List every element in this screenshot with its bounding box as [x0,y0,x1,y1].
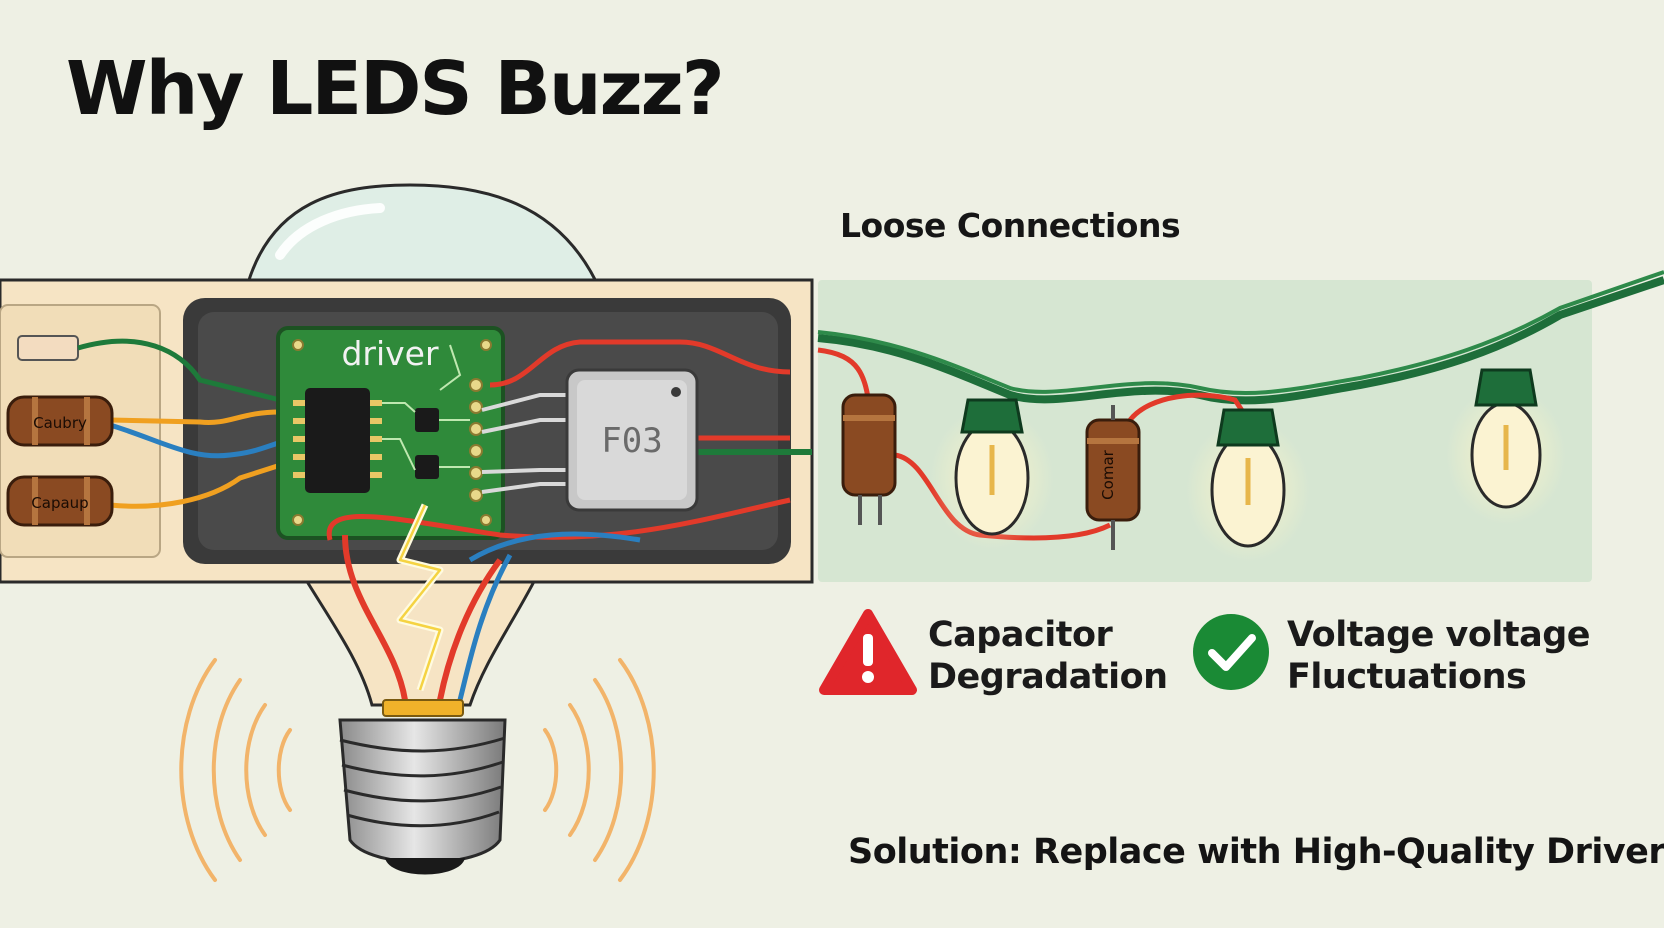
screw-threads [339,736,506,828]
base-contact [385,858,465,875]
cause-line-1: Voltage voltage [1287,615,1591,655]
fuse [17,335,79,361]
string-wire-red-3 [1128,392,1248,422]
check-circle-icon [1193,614,1269,690]
string-capacitor-2 [1085,405,1141,550]
page-title: Why LEDS Buzz? [66,46,725,132]
warning-icon [819,609,917,695]
pcb-label: driver [341,334,439,373]
main-ic-chip [305,388,370,493]
sound-waves-left-icon [179,658,292,882]
glass-highlight [275,203,385,260]
wire-red-lower [326,497,791,541]
cause-voltage-fluctuations: Voltage voltage Fluctuations [1287,614,1591,698]
string-bulb-1 [930,398,1054,550]
wire-orange-2 [109,459,291,509]
sound-waves-right-icon [543,658,656,882]
capacitor-bottom [6,475,114,527]
module-marking: F03 [601,421,662,461]
wire-blue-lower [468,531,641,563]
screw-base [338,718,507,864]
module-leads [481,393,575,494]
bulb-socket-1 [960,398,1024,434]
wire-green-left [77,338,281,403]
string-bulb-2 [1186,408,1310,562]
capacitor-top-label: Caubry [33,414,87,432]
small-ic-2 [415,455,439,479]
wire-red-neck-right [437,558,503,701]
capacitor-bottom-label: Capaup [31,494,88,512]
small-ic-1 [415,408,439,432]
string-capacitor-label: Comar [1099,449,1117,499]
wire-blue-1 [109,422,291,459]
solution-text: Solution: Replace with High-Quality Driv… [848,832,1664,872]
bulb-socket-3 [1474,368,1538,407]
cause-capacitor-degradation: Capacitor Degradation [928,614,1168,698]
wire-orange-1 [109,409,281,425]
bulb-socket-2 [1216,408,1280,447]
pcb-traces [382,344,470,471]
cause-line-2: Degradation [928,657,1168,697]
wire-blue-neck [457,553,513,701]
wire-red-top [489,339,791,388]
capacitor-top [6,395,114,447]
cause-line-1: Capacitor [928,615,1113,655]
cause-line-2: Fluctuations [1287,657,1527,697]
wire-red-neck-left [342,534,408,701]
string-capacitor-1 [841,393,897,525]
pcb-pads [292,339,492,526]
socket-collar [382,699,464,717]
string-bulb-3 [1446,368,1566,525]
ic-pins [293,400,382,478]
section-label-loose-connections: Loose Connections [840,206,1181,245]
